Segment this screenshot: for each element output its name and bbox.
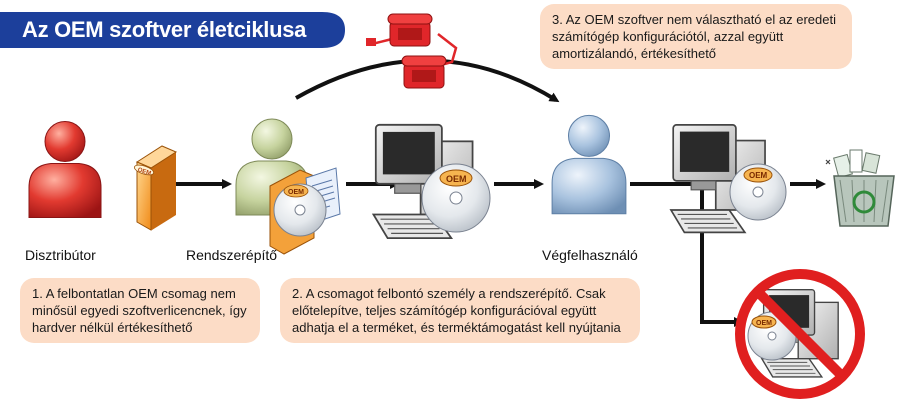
callout-step-1-line: 1. A felbontatlan OEM csomag nem	[32, 286, 236, 301]
cd-icon: OEM	[421, 163, 491, 233]
actor-label-builder: Rendszerépítő	[186, 247, 278, 263]
cd-icon: OEM	[729, 163, 787, 221]
callout-step-2-line: előtelepítve, teljes számítógép konfigur…	[292, 303, 597, 318]
person-red-icon	[28, 120, 102, 219]
callout-step-3: 3. Az OEM szoftver nem választható el az…	[540, 4, 852, 69]
cd-badge-prohibited: OEM	[756, 320, 772, 327]
callout-step-3-line: számítógép konfigurációtól, azzal együtt	[552, 29, 784, 44]
recycle-bin-icon	[825, 149, 895, 227]
callout-step-2: 2. A csomagot felbontó személy a rendsze…	[280, 278, 640, 343]
callout-step-1-line: minősül egyedi szoftverlicencnek, így	[32, 303, 247, 318]
callout-step-2-line: adhatja el a terméket, és terméktámogatá…	[292, 320, 621, 335]
actor-label-enduser: Végfelhasználó	[542, 247, 638, 263]
cd-badge-builder: OEM	[288, 189, 304, 196]
callout-step-2-line: 2. A csomagot felbontó személy a rendsze…	[292, 286, 606, 301]
actor-label-distributor: Disztribútor	[25, 247, 96, 263]
callout-step-3-line: amortizálandó, értékesíthető	[552, 46, 717, 61]
callout-step-1-line: hardver nélkül értékesíthető	[32, 320, 193, 335]
cd-icon: OEM	[273, 183, 327, 237]
callout-step-3-line: 3. Az OEM szoftver nem választható el az…	[552, 12, 836, 27]
oem-box-badge: OEM	[137, 167, 152, 177]
arrow-to-prohibited	[700, 190, 744, 327]
callout-step-1: 1. A felbontatlan OEM csomag nem minősül…	[20, 278, 260, 343]
person-blue-icon	[551, 114, 627, 215]
phone-icon	[366, 13, 458, 89]
page-title: Az OEM szoftver életciklusa	[22, 17, 307, 42]
cd-badge-middle: OEM	[446, 174, 467, 184]
title-banner	[0, 12, 345, 48]
cd-badge-right: OEM	[749, 171, 768, 180]
oem-box-icon: OEM	[134, 145, 178, 231]
prohibited-icon: OEM	[735, 269, 865, 399]
